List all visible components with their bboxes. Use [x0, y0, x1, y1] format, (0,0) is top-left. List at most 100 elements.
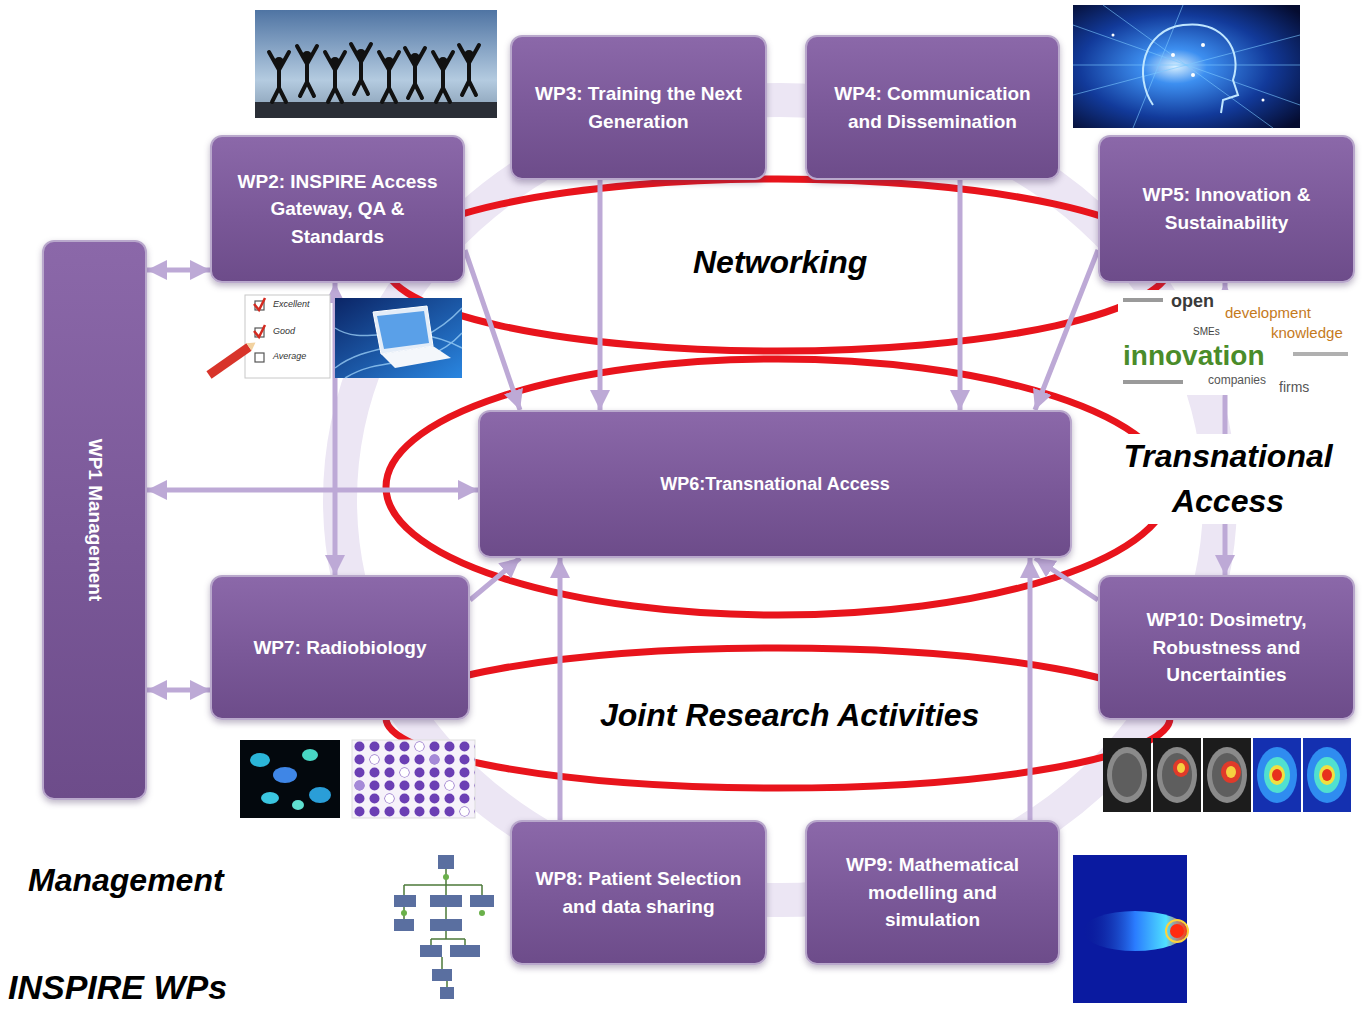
team-photo	[351, 44, 371, 94]
dose-map-images	[1212, 753, 1242, 797]
cell-microscopy-image	[309, 787, 331, 803]
dose-map-images	[1264, 757, 1290, 793]
connector-arrow	[147, 688, 210, 693]
dose-map-images	[1303, 738, 1351, 812]
dose-map-images	[1253, 738, 1301, 812]
dose-map-images	[1103, 738, 1351, 812]
section-label: Transnational Access	[1107, 434, 1349, 524]
flowchart-image	[394, 855, 494, 999]
network-brain-image	[1262, 99, 1265, 102]
flowchart-image	[432, 969, 452, 981]
word-cloud-word: companies	[1205, 374, 1269, 388]
word-cloud-word: SMEs	[1190, 326, 1223, 338]
team-photo	[255, 102, 497, 118]
well-plate-image	[352, 740, 475, 818]
team-photo	[269, 52, 289, 102]
work-package-box: WP7: Radiobiology	[210, 575, 470, 720]
highlight-ellipse	[386, 359, 1170, 615]
flowchart-image	[420, 945, 442, 957]
team-photo	[405, 48, 425, 98]
connector-arrow	[147, 488, 478, 493]
team-photo	[433, 52, 453, 102]
flowchart-image	[443, 874, 449, 880]
team-photo	[297, 46, 317, 96]
cell-microscopy-image	[250, 753, 270, 767]
dose-map-images	[1153, 738, 1201, 812]
word-cloud-image	[1118, 290, 1355, 395]
diagram-title: INSPIRE WPs	[8, 968, 227, 1007]
word-cloud-word: open	[1168, 291, 1217, 312]
well-plate-image	[355, 755, 440, 791]
word-cloud-word: innovation	[1120, 340, 1268, 372]
connector-arrow	[558, 558, 563, 820]
box-label: WP2: INSPIRE Access Gateway, QA & Standa…	[226, 168, 449, 251]
dose-map-images	[1257, 747, 1297, 803]
word-cloud-image	[1123, 298, 1163, 302]
word-cloud-image	[1293, 352, 1348, 356]
checklist-image	[245, 295, 330, 378]
flowchart-image	[440, 987, 454, 999]
dose-map-images	[1107, 747, 1147, 803]
box-label: WP4: Communication and Dissemination	[821, 80, 1044, 135]
cell-microscopy-image	[240, 740, 340, 818]
box-label: WP6:Transnational Access	[660, 471, 889, 497]
section-label: Joint Research Activities	[597, 697, 982, 734]
dose-map-images	[1307, 747, 1347, 803]
dose-map-images	[1173, 759, 1189, 777]
team-photo	[325, 52, 345, 102]
flowchart-image	[394, 919, 414, 931]
well-plate-image	[445, 781, 454, 790]
cell-microscopy-image	[292, 800, 304, 810]
laptop-image	[335, 298, 462, 378]
management-bar: WP1 Management	[42, 240, 147, 800]
flowchart-image	[438, 855, 454, 869]
word-cloud-image	[1123, 380, 1183, 384]
dose-map-images	[1203, 738, 1251, 812]
box-label: WP7: Radiobiology	[253, 634, 426, 662]
connector-arrow	[958, 180, 963, 410]
flowchart-image	[450, 945, 480, 957]
flowchart-image	[401, 874, 485, 916]
dose-map-images	[1226, 766, 1236, 778]
flowchart-image	[394, 895, 416, 907]
work-package-box: WP8: Patient Selection and data sharing	[510, 820, 767, 965]
laptop-image	[335, 308, 462, 378]
team-photo	[379, 52, 399, 102]
team-photo	[269, 44, 479, 102]
dose-map-images	[1157, 747, 1197, 803]
halo-ring	[340, 100, 1220, 900]
checklist-image	[254, 298, 265, 310]
box-label: WP9: Mathematical modelling and simulati…	[821, 851, 1044, 934]
dose-map-images	[1162, 753, 1192, 797]
flowchart-image	[404, 869, 482, 987]
connector-arrow	[465, 250, 520, 410]
laptop-image	[377, 311, 429, 349]
connector-arrow	[1035, 558, 1098, 600]
checklist-text: Good	[270, 326, 298, 336]
well-plate-image	[415, 742, 424, 751]
checklist-image	[209, 295, 330, 378]
network-brain-image	[1073, 5, 1300, 128]
cell-microscopy-image	[302, 749, 318, 761]
word-cloud-word: firms	[1276, 379, 1312, 395]
well-plate-image	[370, 742, 469, 816]
team-photo	[255, 10, 497, 118]
checklist-image	[254, 325, 265, 337]
well-plate-image	[430, 755, 440, 765]
dose-map-images	[1207, 747, 1247, 803]
connector-arrow	[470, 558, 520, 600]
network-brain-image	[1191, 73, 1195, 77]
network-brain-image	[1112, 34, 1115, 37]
well-plate-image	[370, 755, 379, 764]
section-label: Management	[28, 862, 224, 899]
team-photo	[459, 45, 479, 95]
dose-map-images	[1314, 757, 1340, 793]
beam-simulation-image	[1073, 855, 1187, 1003]
cell-microscopy-image	[273, 767, 297, 783]
well-plate-image	[385, 794, 394, 803]
box-label: WP10: Dosimetry, Robustness and Uncertai…	[1114, 606, 1339, 689]
flowchart-image	[430, 895, 462, 907]
work-package-box: WP6:Transnational Access	[478, 410, 1072, 558]
highlight-ellipse	[386, 648, 1170, 788]
box-label: WP1 Management	[81, 439, 109, 602]
